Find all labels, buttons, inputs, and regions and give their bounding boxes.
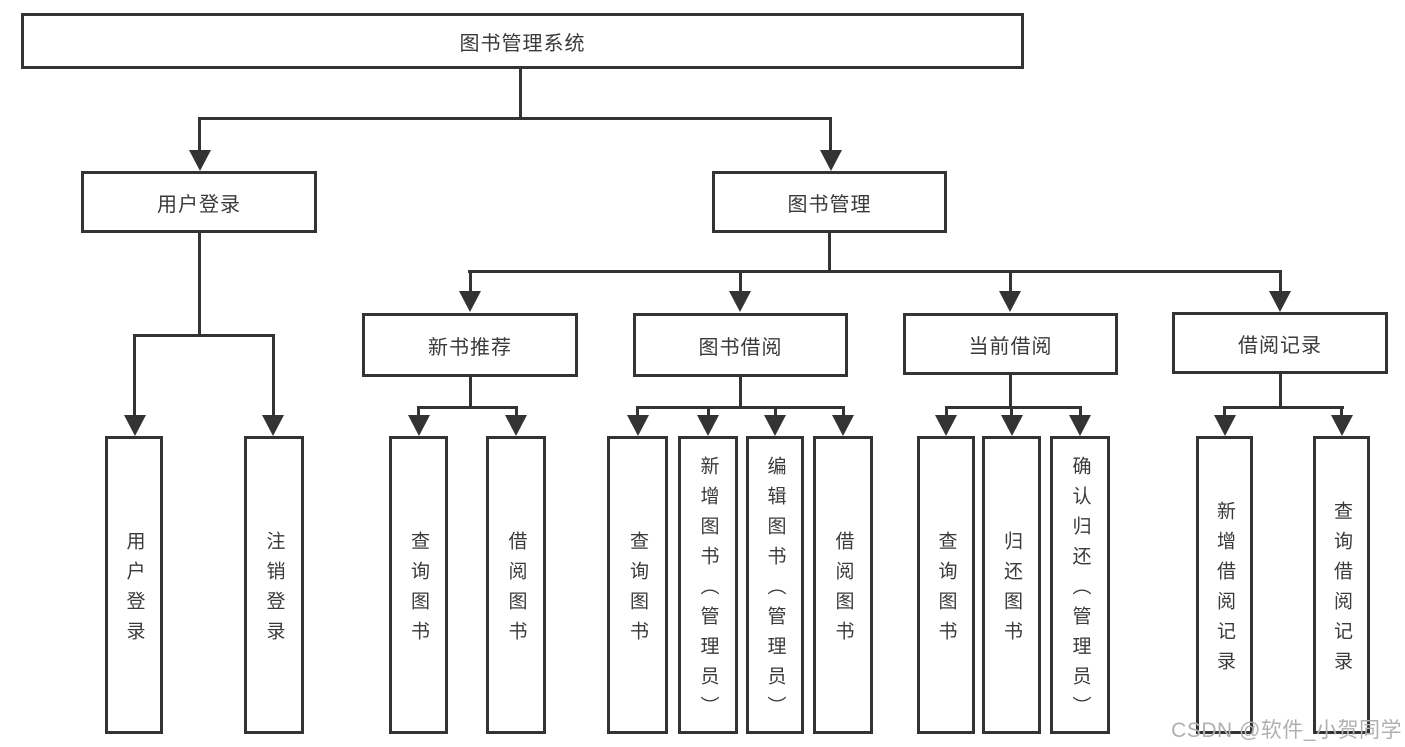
leaf-label: 查询图书 — [627, 530, 648, 651]
leaf-confirm-return-admin: 确认归还（管理员） — [1050, 436, 1110, 734]
arrowhead-down-icon — [408, 415, 430, 436]
connector-line — [133, 334, 136, 416]
leaf-return-book: 归还图书 — [982, 436, 1041, 734]
connector-line — [636, 406, 639, 417]
leaf-logout: 注销登录 — [244, 436, 304, 734]
connector-line — [945, 406, 1082, 409]
connector-line — [636, 406, 845, 409]
arrowhead-down-icon — [764, 415, 786, 436]
arrowhead-down-icon — [729, 291, 751, 312]
connector-line — [515, 406, 518, 417]
node-book-management: 图书管理 — [712, 171, 947, 233]
arrowhead-down-icon — [124, 415, 146, 436]
connector-line — [1223, 406, 1344, 409]
connector-line — [1079, 406, 1082, 417]
leaf-label: 用户登录 — [123, 530, 145, 651]
leaf-query-borrow-record: 查询借阅记录 — [1313, 436, 1370, 734]
connector-line — [417, 406, 518, 409]
leaf-label: 归还图书 — [1001, 530, 1022, 651]
leaf-label: 新增借阅记录 — [1214, 500, 1235, 681]
arrowhead-down-icon — [832, 415, 854, 436]
connector-line — [739, 377, 742, 408]
leaf-label: 编辑图书（管理员） — [764, 455, 786, 726]
leaf-borrow-book: 借阅图书 — [813, 436, 873, 734]
leaf-label: 新增图书（管理员） — [697, 455, 719, 726]
connector-line — [1010, 406, 1013, 417]
arrowhead-down-icon — [935, 415, 957, 436]
leaf-query-book-current: 查询图书 — [917, 436, 975, 734]
arrowhead-down-icon — [459, 291, 481, 312]
connector-line — [417, 406, 420, 417]
arrowhead-down-icon — [1001, 415, 1023, 436]
arrowhead-down-icon — [697, 415, 719, 436]
node-label: 借阅记录 — [1238, 334, 1322, 357]
node-label: 当前借阅 — [968, 335, 1053, 358]
leaf-label: 查询图书 — [408, 530, 429, 651]
connector-line — [133, 334, 275, 337]
connector-line — [842, 406, 845, 417]
connector-line — [198, 117, 201, 151]
leaf-add-borrow-record: 新增借阅记录 — [1196, 436, 1253, 734]
leaf-user-login: 用户登录 — [105, 436, 163, 734]
connector-line — [198, 117, 832, 120]
arrowhead-down-icon — [1269, 291, 1291, 312]
connector-line — [1279, 374, 1282, 408]
connector-line — [945, 406, 948, 417]
node-label: 新书推荐 — [428, 336, 512, 359]
connector-line — [1340, 406, 1343, 417]
arrowhead-down-icon — [627, 415, 649, 436]
leaf-label: 借阅图书 — [832, 530, 854, 651]
leaf-label: 借阅图书 — [505, 530, 527, 651]
connector-line — [469, 270, 472, 292]
connector-line — [774, 406, 777, 417]
connector-line — [469, 377, 472, 408]
leaf-label: 查询借阅记录 — [1331, 500, 1352, 681]
connector-line — [468, 270, 1282, 273]
arrowhead-down-icon — [1069, 415, 1091, 436]
connector-line — [739, 270, 742, 292]
connector-line — [272, 334, 275, 416]
leaf-query-book-recommend: 查询图书 — [389, 436, 448, 734]
node-label: 图书借阅 — [698, 336, 783, 359]
arrowhead-down-icon — [189, 150, 211, 171]
arrowhead-down-icon — [505, 415, 527, 436]
connector-line — [707, 406, 710, 417]
node-current-borrow: 当前借阅 — [903, 313, 1118, 375]
node-borrow-record: 借阅记录 — [1172, 312, 1388, 374]
connector-line — [1009, 270, 1012, 292]
connector-line — [828, 233, 831, 273]
leaf-label: 确认归还（管理员） — [1069, 455, 1091, 726]
connector-line — [519, 69, 522, 119]
csdn-watermark: CSDN @软件_小贺同学 — [1171, 719, 1402, 742]
connector-line — [198, 233, 201, 337]
node-label: 用户登录 — [157, 193, 241, 216]
leaf-label: 注销登录 — [263, 530, 285, 651]
arrowhead-down-icon — [262, 415, 284, 436]
leaf-edit-book-admin: 编辑图书（管理员） — [746, 436, 804, 734]
connector-line — [1009, 375, 1012, 408]
node-label: 图书管理 — [787, 193, 872, 216]
connector-line — [1223, 406, 1226, 417]
arrowhead-down-icon — [1331, 415, 1353, 436]
connector-line — [829, 117, 832, 151]
node-root-system: 图书管理系统 — [21, 13, 1024, 69]
node-label: 图书管理系统 — [459, 32, 586, 55]
arrowhead-down-icon — [999, 291, 1021, 312]
arrowhead-down-icon — [820, 150, 842, 171]
leaf-add-book-admin: 新增图书（管理员） — [678, 436, 738, 734]
connector-line — [1279, 270, 1282, 292]
node-new-book-recommend: 新书推荐 — [362, 313, 578, 377]
leaf-borrow-book-recommend: 借阅图书 — [486, 436, 546, 734]
leaf-label: 查询图书 — [935, 530, 957, 651]
node-user-login: 用户登录 — [81, 171, 317, 233]
leaf-query-book-borrow: 查询图书 — [607, 436, 668, 734]
node-book-borrow: 图书借阅 — [633, 313, 848, 377]
arrowhead-down-icon — [1214, 415, 1236, 436]
